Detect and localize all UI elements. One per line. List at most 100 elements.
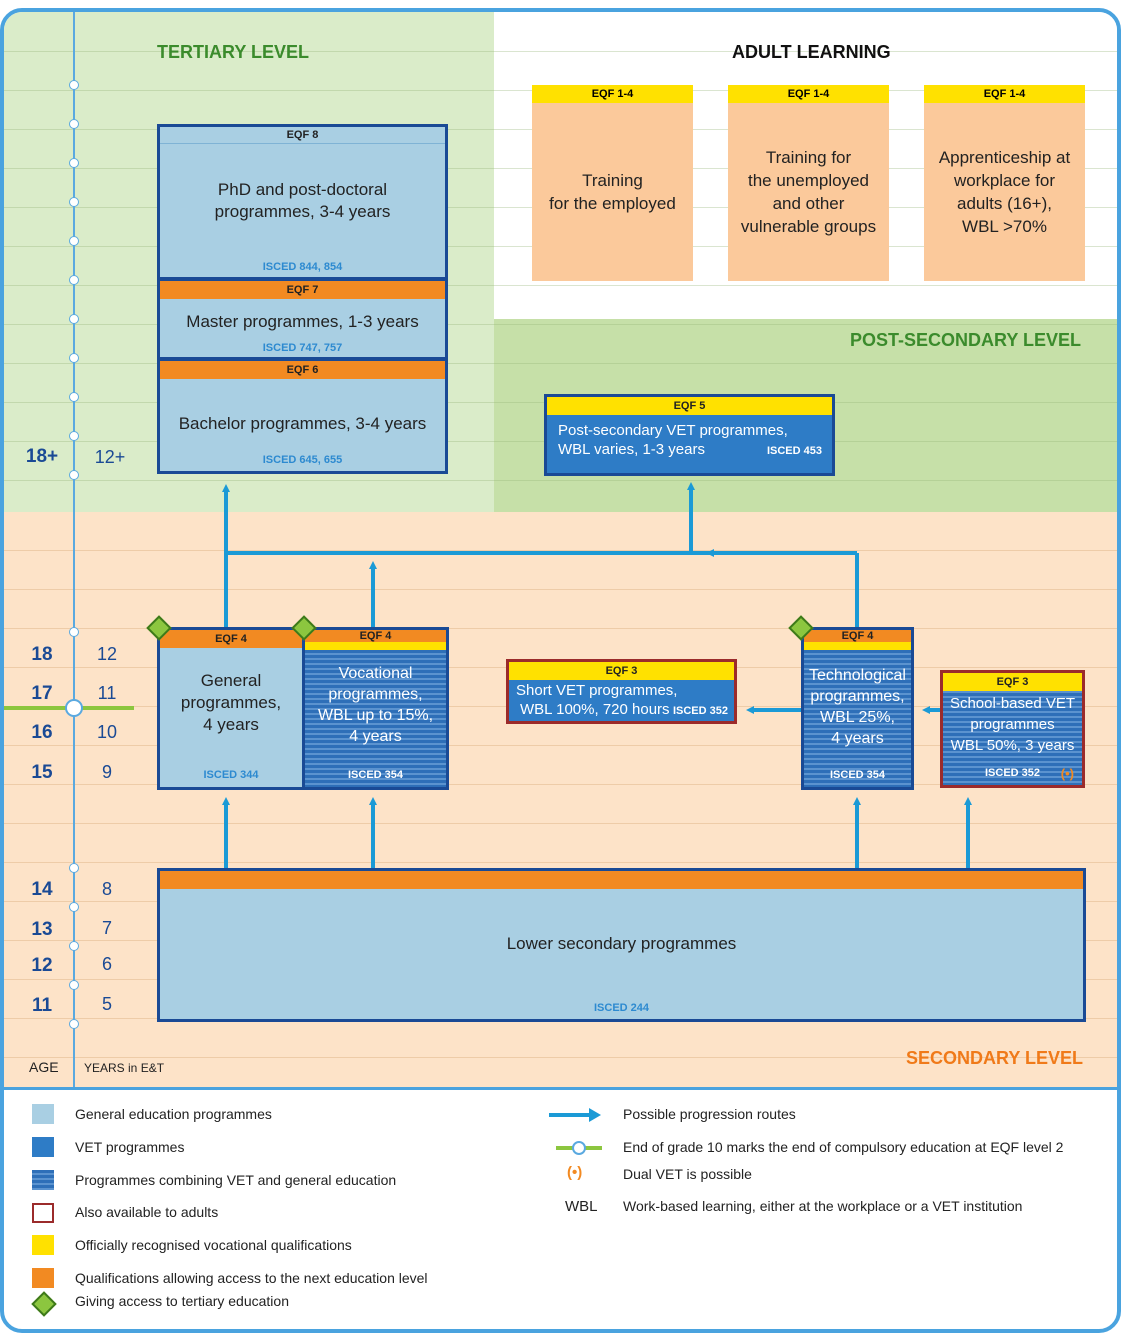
- swatch-tertiary-access-diamond: [31, 1291, 57, 1317]
- legend-recognised: Officially recognised vocational qualifi…: [75, 1237, 352, 1253]
- legend-wbl-label: WBL: [565, 1198, 598, 1215]
- phd-box: EQF 8 PhD and post-doctoral programmes, …: [157, 124, 448, 280]
- age-17: 17: [31, 683, 53, 704]
- legend-wbl: Work-based learning, either at the workp…: [623, 1198, 1023, 1214]
- eqf-label: EQF 1-4: [924, 85, 1085, 103]
- diagram-frame: TERTIARY LEVEL ADULT LEARNING POST-SECON…: [0, 8, 1121, 1333]
- axis-tick-dot: [69, 980, 79, 990]
- legend-dual-icon: (•): [567, 1164, 583, 1181]
- compulsory-end-circle: [65, 699, 83, 717]
- progression-arrows: [4, 482, 972, 868]
- swatch-recognised: [32, 1235, 54, 1255]
- axis-tick-dot: [69, 197, 79, 207]
- yellow-band: [305, 642, 446, 650]
- axis-tick-dot: [69, 392, 79, 402]
- postsec-vet-box: EQF 5 Post-secondary VET programmes, WBL…: [544, 394, 835, 476]
- age-16: 16: [31, 722, 53, 743]
- short-vet-text-2: WBL 100%, 720 hours: [520, 701, 670, 718]
- isced-label: ISCED 344: [203, 769, 259, 781]
- adult-box-unemployed: EQF 1-4 Training for the unemployed and …: [728, 85, 889, 281]
- guide-line: [4, 324, 1117, 325]
- short-vet-text: Short VET programmes,: [516, 682, 678, 699]
- yellow-band: [804, 642, 911, 650]
- axis-tick-dot: [69, 902, 79, 912]
- isced-label: ISCED 244: [593, 1002, 650, 1014]
- legend-general: General education programmes: [75, 1106, 272, 1122]
- swatch-adults: [32, 1203, 54, 1223]
- age-13: 13: [31, 919, 53, 940]
- guide-line: [4, 862, 1117, 863]
- bachelor-box: EQF 6 Bachelor programmes, 3-4 years ISC…: [157, 358, 448, 474]
- adult-box-employed: EQF 1-4 Training for the employed: [532, 85, 693, 281]
- isced-label: ISCED 354: [347, 769, 404, 781]
- adult-learning-title: ADULT LEARNING: [732, 42, 891, 62]
- years-7: 7: [101, 918, 112, 938]
- legend-divider: [4, 1087, 1117, 1090]
- technological-text: Technological programmes, WBL 25%, 4 yea…: [809, 667, 906, 747]
- guide-line: [4, 285, 1117, 286]
- short-vet-box: EQF 3 Short VET programmes, WBL 100%, 72…: [506, 659, 737, 724]
- axis-tick-dot: [69, 431, 79, 441]
- axis-tick-dot: [69, 863, 79, 873]
- swatch-combined: [32, 1170, 54, 1190]
- years-11: 11: [97, 683, 117, 703]
- guide-line: [4, 550, 1117, 551]
- axis-tick-dot: [69, 275, 79, 285]
- general-programmes-box: EQF 4 General programmes, 4 years ISCED …: [157, 627, 305, 790]
- axis-tick-dot: [69, 80, 79, 90]
- tertiary-level-title: TERTIARY LEVEL: [157, 42, 310, 62]
- axis-tick-dot: [69, 470, 79, 480]
- age-15: 15: [31, 762, 53, 783]
- axis-tick-dot: [69, 1019, 79, 1029]
- adult-box-text: Training for the unemployed and other vu…: [740, 148, 877, 236]
- guide-line: [4, 784, 1117, 785]
- years-12plus: 12+: [94, 447, 126, 467]
- bachelor-text: Bachelor programmes, 3-4 years: [178, 414, 427, 433]
- isced-label: ISCED 747, 757: [262, 342, 343, 354]
- guide-line: [4, 589, 1117, 590]
- adult-box-text: Training for the employed: [549, 171, 676, 213]
- isced-label: ISCED 354: [829, 769, 886, 781]
- guide-line: [4, 823, 1117, 824]
- eqf-label: EQF 3: [509, 662, 734, 680]
- swatch-general: [32, 1104, 54, 1124]
- eqf-label: EQF 5: [547, 397, 832, 415]
- axis-tick-dot: [69, 236, 79, 246]
- legend-adults: Also available to adults: [75, 1204, 219, 1220]
- guide-line: [4, 1057, 1117, 1058]
- legend-tertiary-access: Giving access to tertiary education: [75, 1293, 289, 1309]
- eqf-label: EQF 3: [943, 673, 1082, 691]
- years-12: 12: [96, 644, 118, 664]
- guide-line: [4, 745, 1117, 746]
- age-axis-line: [73, 12, 75, 1090]
- age-label: AGE: [29, 1059, 59, 1075]
- postsec-text: Post-secondary VET programmes, WBL varie…: [558, 422, 788, 458]
- legend-vet: VET programmes: [75, 1139, 185, 1155]
- guide-line: [4, 480, 1117, 481]
- swatch-next-level: [32, 1268, 54, 1288]
- legend-compulsory-icon: [556, 1141, 602, 1155]
- technological-programmes-box: EQF 4 Technological programmes, WBL 25%,…: [801, 627, 914, 790]
- years-5: 5: [101, 994, 112, 1014]
- eqf-label: EQF 1-4: [532, 85, 693, 103]
- legend-next-level: Qualifications allowing access to the ne…: [75, 1270, 428, 1286]
- school-vet-text: School-based VET programmes WBL 50%, 3 y…: [949, 695, 1076, 754]
- general-text: General programmes, 4 years: [180, 671, 282, 734]
- phd-text: PhD and post-doctoral programmes, 3-4 ye…: [214, 180, 391, 221]
- isced-label: ISCED 844, 854: [262, 261, 343, 273]
- legend-progression: Possible progression routes: [623, 1106, 796, 1122]
- axis-tick-dot: [69, 627, 79, 637]
- years-label: YEARS in E&T: [84, 1061, 165, 1075]
- adult-box-text: Apprenticeship at workplace for adults (…: [938, 148, 1071, 236]
- orange-band: [160, 871, 1083, 889]
- axis-tick-dot: [69, 158, 79, 168]
- master-box: EQF 7 Master programmes, 1-3 years ISCED…: [157, 278, 448, 360]
- legend-arrow-icon: [549, 1108, 601, 1122]
- eqf-label: EQF 4: [160, 630, 302, 648]
- swatch-vet: [32, 1137, 54, 1157]
- adult-box-apprenticeship: EQF 1-4 Apprenticeship at workplace for …: [924, 85, 1085, 281]
- lower-secondary-text: Lower secondary programmes: [506, 934, 737, 953]
- legend-dual: Dual VET is possible: [623, 1166, 752, 1182]
- guide-line: [4, 628, 1117, 629]
- vocational-text: Vocational programmes, WBL up to 15%, 4 …: [317, 665, 434, 745]
